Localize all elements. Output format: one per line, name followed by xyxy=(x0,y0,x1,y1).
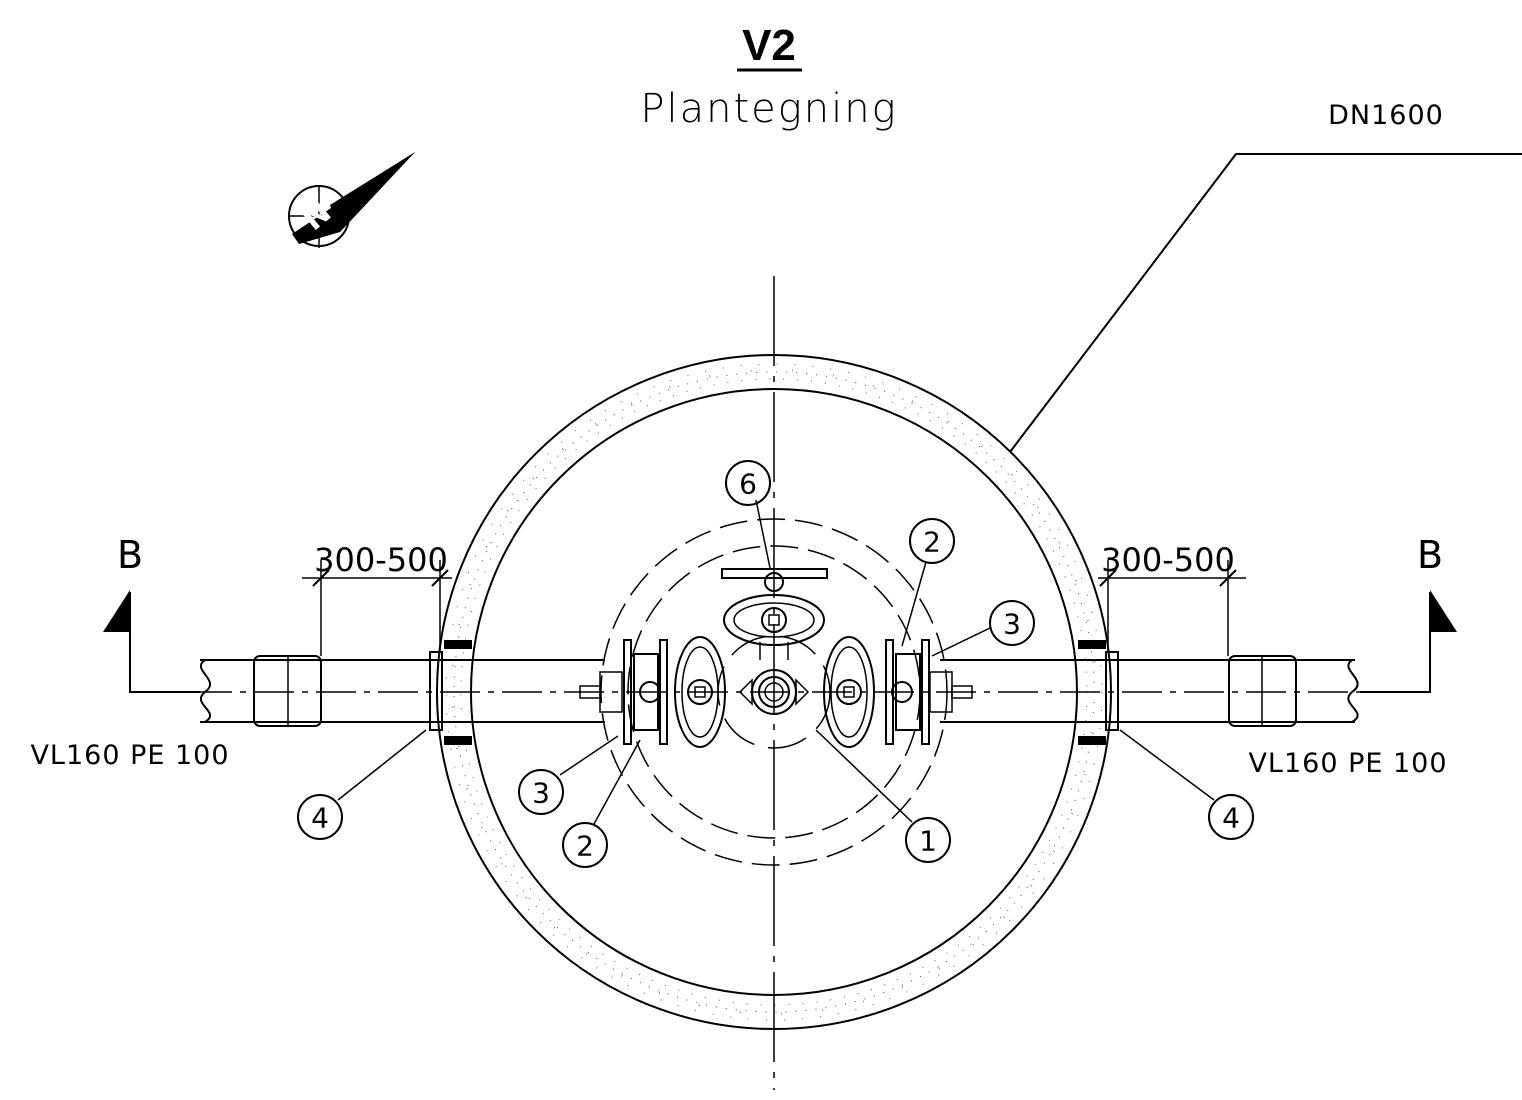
svg-text:4: 4 xyxy=(311,802,329,835)
pipe-left xyxy=(199,640,605,745)
svg-text:6: 6 xyxy=(739,468,757,501)
dashed-outer-circle xyxy=(600,518,948,866)
callout-3-left: 3 xyxy=(518,769,564,815)
pipe-label-right: VL160 PE 100 xyxy=(1248,748,1447,779)
dimension-left: 300-500 xyxy=(302,541,452,656)
valve-assembly xyxy=(579,568,973,749)
callout-1: 1 xyxy=(905,817,951,863)
well-label-leader xyxy=(1009,153,1522,453)
callout-4-right: 4 xyxy=(1208,794,1254,840)
drawing-title: V2 xyxy=(742,21,796,70)
dimension-label-left: 300-500 xyxy=(314,541,448,579)
callout-4-left: 4 xyxy=(297,794,343,840)
callout-6: 6 xyxy=(725,460,771,506)
section-label-left: B xyxy=(117,533,143,577)
pipe-right xyxy=(940,640,1359,745)
well-diameter-label: DN1600 xyxy=(1328,100,1444,131)
callout-2-left: 2 xyxy=(562,822,608,868)
svg-text:3: 3 xyxy=(532,777,550,810)
svg-text:3: 3 xyxy=(1003,608,1021,641)
north-arrow-icon: N xyxy=(288,152,415,248)
svg-text:1: 1 xyxy=(919,825,937,858)
svg-text:4: 4 xyxy=(1222,802,1240,835)
svg-text:2: 2 xyxy=(923,526,941,559)
section-marker-right: B xyxy=(1360,533,1457,693)
svg-text:2: 2 xyxy=(576,830,594,863)
dimension-right: 300-500 xyxy=(1098,541,1246,656)
well-concrete-ring xyxy=(436,354,1112,1030)
callout-3-right: 3 xyxy=(989,600,1035,646)
pipe-label-left: VL160 PE 100 xyxy=(30,740,229,771)
section-marker-left: B xyxy=(103,533,200,693)
dimension-label-right: 300-500 xyxy=(1101,541,1235,579)
section-label-right: B xyxy=(1417,533,1443,577)
drawing-subtitle: Plantegning xyxy=(640,86,897,132)
callout-leaders xyxy=(337,499,1215,825)
callout-2-right: 2 xyxy=(909,518,955,564)
